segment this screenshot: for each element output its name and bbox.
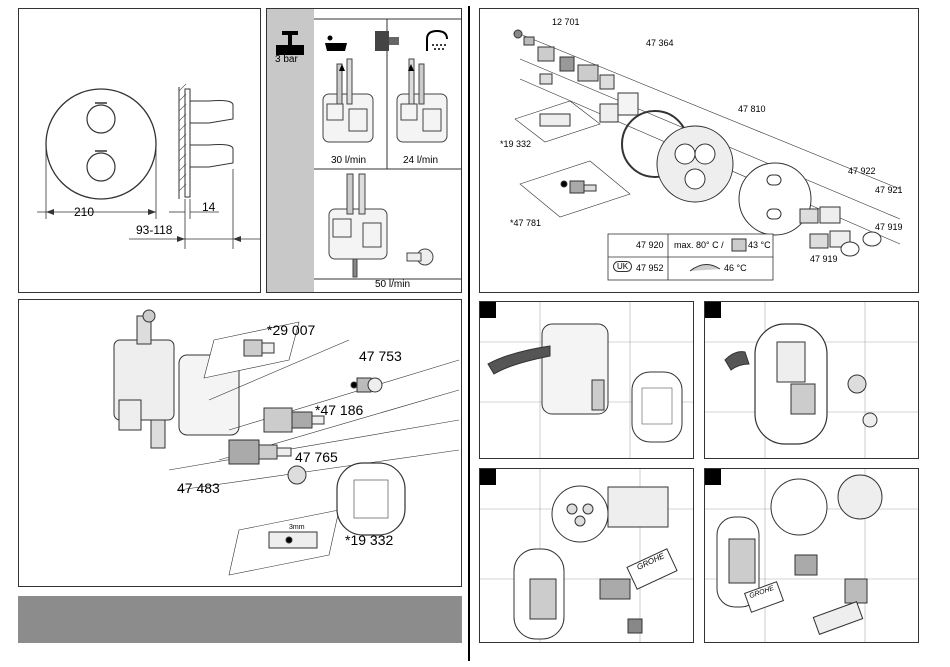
step-2-panel — [704, 301, 919, 459]
width-dimension: 210 — [74, 205, 94, 219]
table-row2-temp: 46 °C — [724, 263, 747, 273]
spare-parts-left-panel: *29 007 47 753 *47 186 47 765 47 483 *19… — [18, 299, 462, 587]
page-divider — [468, 6, 470, 661]
table-row2-code: 47 952 — [636, 263, 664, 273]
pressure-label: 3 bar — [275, 54, 298, 65]
part-47753-label: 47 753 — [359, 348, 402, 364]
part-47483-label: 47 483 — [177, 480, 220, 496]
step-3-panel: GROHE — [479, 468, 694, 643]
step-2-drawing — [705, 302, 919, 459]
max-rate-label: 50 l/min — [375, 279, 410, 290]
tool-size-label: 3mm — [289, 524, 305, 531]
part-29007-label: *29 007 — [267, 322, 315, 338]
gray-footer-bar — [18, 596, 462, 643]
table-row1-code: 47 920 — [636, 240, 664, 250]
part-47765-label: 47 765 — [295, 449, 338, 465]
table-row2-badge: UK — [613, 261, 632, 272]
flow-rate-panel: 3 bar 30 l/min 24 l/min 50 l/min — [266, 8, 462, 293]
step-1-drawing — [480, 302, 694, 459]
step-4-panel: GROHE — [704, 468, 919, 643]
bath-rate-label: 30 l/min — [331, 155, 366, 166]
spare-parts-right-panel: 12 701 47 364 47 810 *19 332 *47 781 47 … — [479, 8, 919, 293]
offset-dimension: 14 — [202, 200, 215, 214]
part-47921-label: 47 921 — [875, 185, 903, 195]
part-47922-label: 47 922 — [848, 166, 876, 176]
part-47364-label: 47 364 — [646, 38, 674, 48]
part-47186-label: *47 186 — [315, 402, 363, 418]
step-1-panel — [479, 301, 694, 459]
part-47781-label: *47 781 — [510, 218, 541, 228]
flow-drawing — [267, 9, 462, 293]
part-19332-right-label: *19 332 — [500, 139, 531, 149]
table-row1-desc: max. 80° C / — [674, 240, 724, 250]
step-4-drawing — [705, 469, 919, 643]
part-19332-label: *19 332 — [345, 532, 393, 548]
part-47919-label: 47 919 — [875, 222, 903, 232]
part-47810-label: 47 810 — [738, 104, 766, 114]
table-row1-temp: 43 °C — [748, 240, 771, 250]
shower-rate-label: 24 l/min — [403, 155, 438, 166]
part-47919-b-label: 47 919 — [810, 254, 838, 264]
dimensions-panel: 210 93-118 14 — [18, 8, 261, 293]
exploded-view-right — [480, 9, 919, 293]
part-12701-label: 12 701 — [552, 17, 580, 27]
depth-dimension: 93-118 — [136, 223, 172, 237]
exploded-view-left — [19, 300, 462, 587]
dimension-drawing — [19, 9, 261, 293]
